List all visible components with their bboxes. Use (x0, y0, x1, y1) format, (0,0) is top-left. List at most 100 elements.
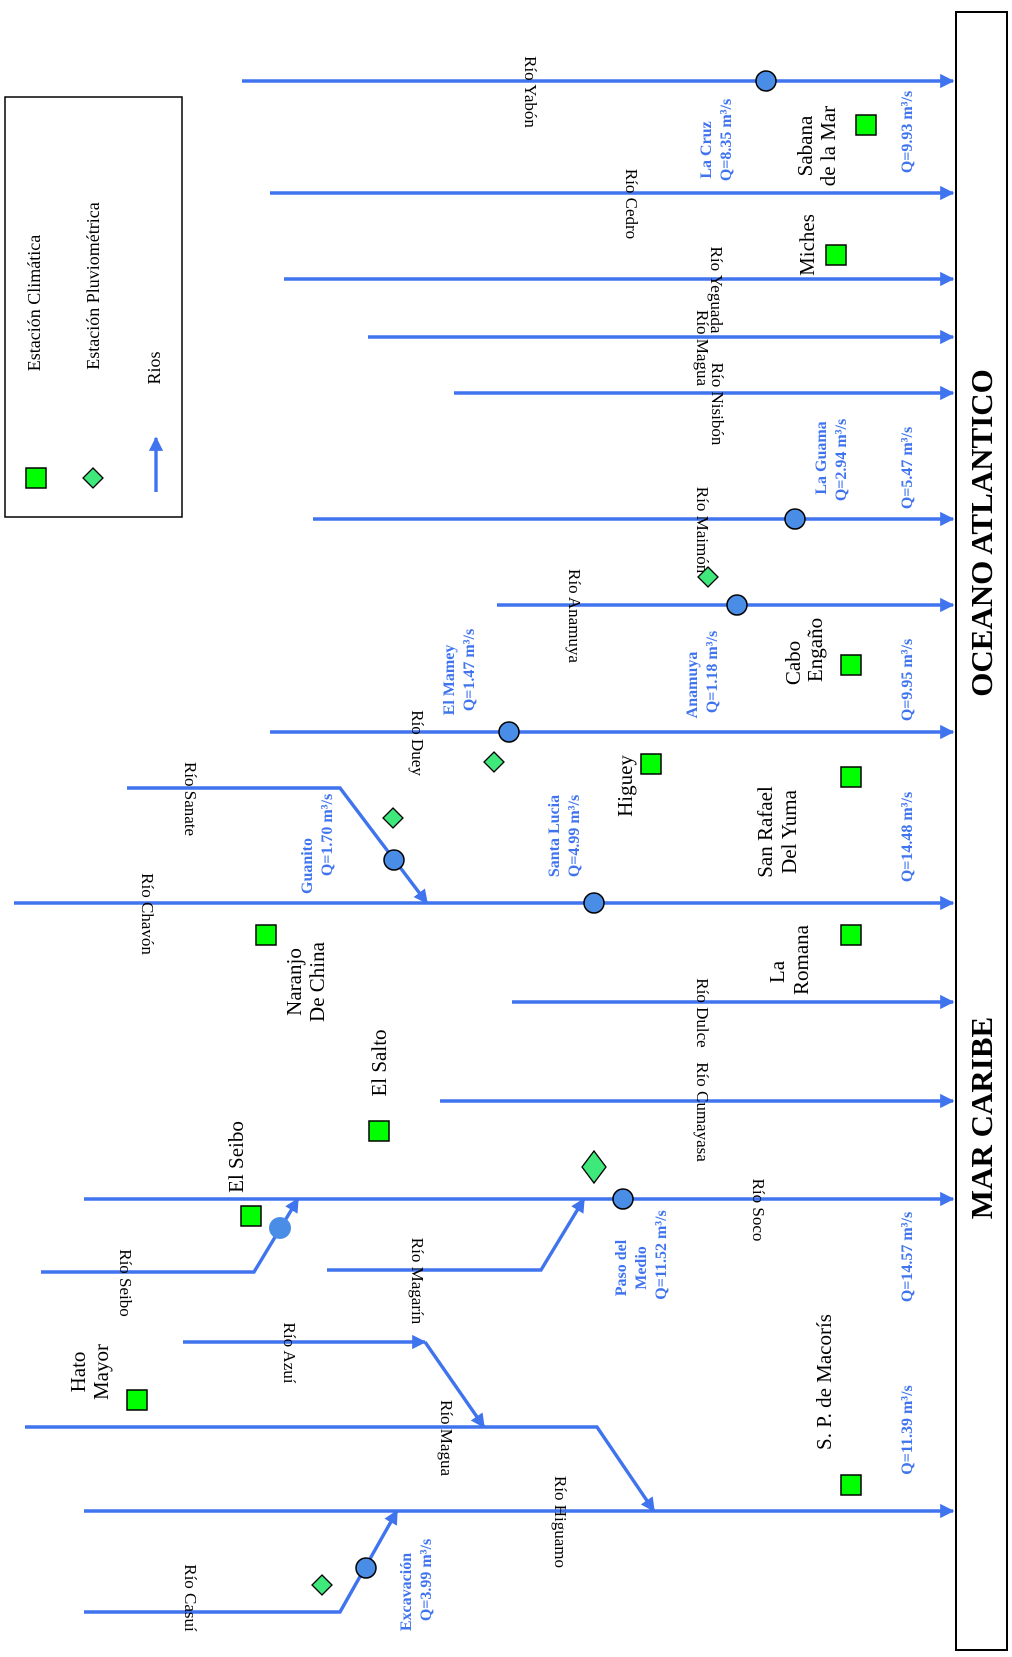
station-label-sp-macoris: S. P. de Macorís (812, 1314, 836, 1450)
river-label-magua-west: Río Magua (437, 1400, 456, 1476)
coast-label-caribbean: MAR CARIBE (964, 1017, 999, 1219)
climate-station-icon (240, 1205, 262, 1227)
station-label-higuey: Higuey (613, 755, 637, 817)
gauge-label-guanito-q: Q=1.70 m³/s (319, 794, 336, 876)
gauge-label-la-cruz-name: La Cruz (698, 121, 715, 178)
legend-label-rivers: Rios (144, 351, 164, 384)
gauge-station-icon (784, 508, 806, 530)
climate-station-icon (840, 766, 862, 788)
gauge-station-icon (583, 892, 605, 914)
gauge-label-excavacion-name: Excavación (398, 1553, 415, 1631)
river-label-higuamo: Río Higuamo (551, 1476, 570, 1568)
gauge-station-icon (383, 849, 405, 871)
river-label-duey: Río Duey (408, 710, 427, 776)
river-label-nisibon: Río Nisibón (708, 363, 727, 446)
gauge-label-santa-lucia-q: Q=4.99 m³/s (566, 795, 583, 877)
river-sanate (127, 786, 429, 905)
gauge-station-icon (355, 1557, 377, 1579)
outflow-label-yabon: Q=9.93 m³/s (899, 91, 916, 173)
gauge-labels: La Cruz Q=8.35 m³/s La Guama Q=2.94 m³/s… (299, 99, 850, 1631)
station-label-la-romana-1: La (765, 960, 789, 983)
outflow-labels: Q=9.93 m³/s Q=5.47 m³/s Q=9.95 m³/s Q=14… (899, 91, 916, 1475)
gauge-label-anamuya-q: Q=1.18 m³/s (704, 631, 721, 713)
river-label-seibo: Río Seibo (116, 1249, 135, 1317)
coast-label-atlantic: OCEANO ATLANTICO (964, 369, 999, 697)
station-label-hato-2: Mayor (89, 1344, 113, 1400)
gauge-label-paso-medio-q: Q=11.52 m³/s (653, 1210, 670, 1299)
outflow-label-higuamo: Q=11.39 m³/s (899, 1385, 916, 1474)
outflow-label-maimon: Q=5.47 m³/s (899, 427, 916, 509)
station-label-naranjo-1: Naranjo (282, 948, 306, 1016)
station-label-hato-1: Hato (66, 1352, 90, 1393)
outflow-label-soco: Q=14.57 m³/s (899, 1212, 916, 1302)
station-label-cabo-1: Cabo (781, 641, 805, 685)
river-label-azui: Río Azuí (280, 1323, 299, 1384)
station-label-sabana-2: de la Mar (816, 106, 840, 186)
river-label-yeguada: Río Yeguada (707, 247, 726, 334)
station-label-sabana-1: Sabana (793, 115, 817, 176)
station-label-naranjo-2: De China (305, 941, 329, 1022)
river-label-cumayasa: Río Cumayasa (693, 1062, 712, 1162)
station-label-cabo-2: Engaño (803, 618, 827, 682)
station-label-san-rafael-1: San Rafael (753, 786, 777, 878)
gauge-label-guanito-name: Guanito (299, 838, 316, 894)
legend-label-rain: Estación Pluviométrica (83, 202, 103, 369)
rain-stations (311, 566, 719, 1596)
rain-station-icon (483, 751, 505, 773)
river-label-sanate: Río Sanate (181, 762, 200, 836)
gauge-label-la-guama-name: La Guama (813, 421, 830, 494)
gauge-label-paso-medio-1: Paso del (613, 1239, 630, 1296)
station-label-miches: Miches (795, 214, 819, 276)
river-azui-confluence (423, 1341, 486, 1429)
river-labels: Río Yabón Río Cedro Río Yeguada Río Magu… (116, 56, 768, 1632)
river-magua-west (25, 1425, 656, 1513)
station-label-el-seibo: El Seibo (224, 1121, 248, 1193)
gauge-station-icon (498, 721, 520, 743)
gauge-label-excavacion-q: Q=3.99 m³/s (418, 1539, 435, 1621)
gauge-station-icon (726, 594, 748, 616)
rain-station-icon (311, 1574, 333, 1596)
climate-station-icon (640, 753, 662, 775)
river-maganin (327, 1197, 586, 1272)
climate-station-icon (825, 244, 847, 266)
legend: Estación Climática Estación Pluviométric… (4, 96, 183, 518)
gauge-label-el-mamey-q: Q=1.47 m³/s (461, 629, 478, 711)
outflow-label-duey: Q=9.95 m³/s (899, 639, 916, 721)
river-label-yabon: Río Yabón (521, 56, 540, 128)
climate-station-icon (855, 114, 877, 136)
climate-station-icon (368, 1120, 390, 1142)
river-label-maimon: Río Maimón (693, 487, 712, 574)
outflow-label-chavon: Q=14.48 m³/s (899, 792, 916, 882)
river-label-anamuya: Río Anamuya (565, 569, 584, 663)
gauge-label-la-cruz-q: Q=8.35 m³/s (718, 99, 735, 181)
gauge-label-anamuya-name: Anamuya (684, 652, 701, 719)
confluence-dot-icon (269, 1217, 291, 1239)
station-label-la-romana-2: Romana (789, 924, 813, 995)
river-label-dulce: Río Dulce (693, 978, 712, 1047)
coastline-box (955, 11, 1008, 1651)
gauge-label-santa-lucia-name: Santa Lucia (546, 795, 563, 877)
green-diamond-icon (82, 467, 104, 489)
rain-station-icon (697, 566, 719, 588)
gauge-stations (269, 70, 806, 1579)
river-label-maganin: Río Magarín (408, 1238, 427, 1325)
river-label-magua-east: Río Magua (693, 310, 712, 386)
river-label-cedro: Río Cedro (622, 169, 641, 239)
climate-station-icon (840, 654, 862, 676)
climate-station-icon (840, 1474, 862, 1496)
rain-station-icon (581, 1149, 607, 1185)
gauge-station-icon (755, 70, 777, 92)
river-label-soco: Río Soco (749, 1179, 768, 1242)
gauge-label-paso-medio-2: Medio (633, 1246, 650, 1290)
river-casui (84, 1509, 399, 1614)
station-labels: Sabana de la Mar Miches Cabo Engaño Higu… (66, 106, 840, 1450)
gauge-label-la-guama-q: Q=2.94 m³/s (833, 419, 850, 501)
river-label-casui: Río Casuí (181, 1564, 200, 1632)
climate-station-icon (840, 924, 862, 946)
legend-label-climate: Estación Climática (24, 235, 44, 371)
station-label-el-salto: El Salto (367, 1029, 391, 1096)
climate-station-icon (126, 1389, 148, 1411)
climate-station-icon (255, 924, 277, 946)
gauge-station-icon (612, 1188, 634, 1210)
